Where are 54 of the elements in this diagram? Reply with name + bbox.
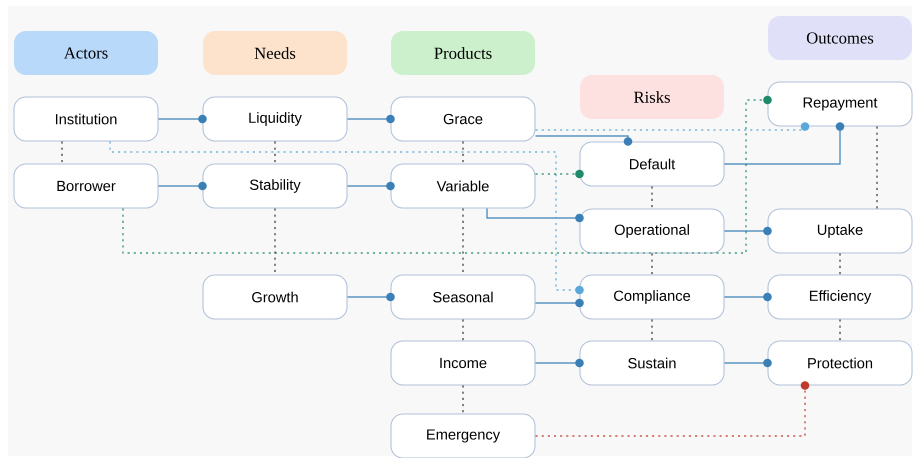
process-box: Seasonal xyxy=(390,274,536,320)
process-box: Stability xyxy=(202,163,348,209)
connector xyxy=(651,254,653,274)
connector xyxy=(724,226,772,236)
connector xyxy=(61,142,63,164)
category-header: Outcomes xyxy=(768,16,912,60)
connector xyxy=(462,320,464,340)
connector xyxy=(724,122,844,165)
process-box: Operational xyxy=(579,208,725,254)
process-box: Efficiency xyxy=(767,274,913,320)
connector xyxy=(536,358,584,368)
connector xyxy=(158,114,207,124)
connector xyxy=(348,182,395,190)
connector xyxy=(724,292,772,302)
category-header: Risks xyxy=(580,75,724,119)
process-box: Grace xyxy=(390,96,536,142)
process-box: Repayment xyxy=(767,81,913,127)
connector xyxy=(109,142,584,294)
connector xyxy=(462,142,464,164)
connector xyxy=(839,254,841,274)
process-box: Emergency xyxy=(390,413,536,458)
connector xyxy=(536,381,810,437)
connector xyxy=(536,122,810,131)
process-box: Growth xyxy=(202,274,348,320)
category-header: Products xyxy=(391,31,535,75)
process-box: Liquidity xyxy=(202,96,348,142)
connector xyxy=(536,135,632,146)
connector xyxy=(348,292,395,302)
connector xyxy=(274,208,276,274)
process-box: Sustain xyxy=(579,340,725,386)
connector xyxy=(462,208,464,274)
process-box: Borrower xyxy=(13,163,159,209)
connector xyxy=(724,358,772,368)
process-box: Income xyxy=(390,340,536,386)
connector xyxy=(462,386,464,414)
category-header: Actors xyxy=(14,31,158,75)
process-box: Protection xyxy=(767,340,913,386)
connector xyxy=(651,186,653,208)
connector xyxy=(839,320,841,340)
connector xyxy=(486,208,584,222)
process-box: Variable xyxy=(390,163,536,209)
connector xyxy=(651,320,653,340)
process-box: Institution xyxy=(13,96,159,142)
connector xyxy=(876,126,878,208)
connector xyxy=(274,142,276,164)
process-box: Default xyxy=(579,141,725,187)
connector xyxy=(536,170,584,178)
connector xyxy=(536,298,584,308)
connector xyxy=(122,96,772,254)
process-box: Uptake xyxy=(767,208,913,254)
process-box: Compliance xyxy=(579,274,725,320)
category-header: Needs xyxy=(203,31,347,75)
connector xyxy=(158,182,207,190)
connector xyxy=(348,114,395,124)
